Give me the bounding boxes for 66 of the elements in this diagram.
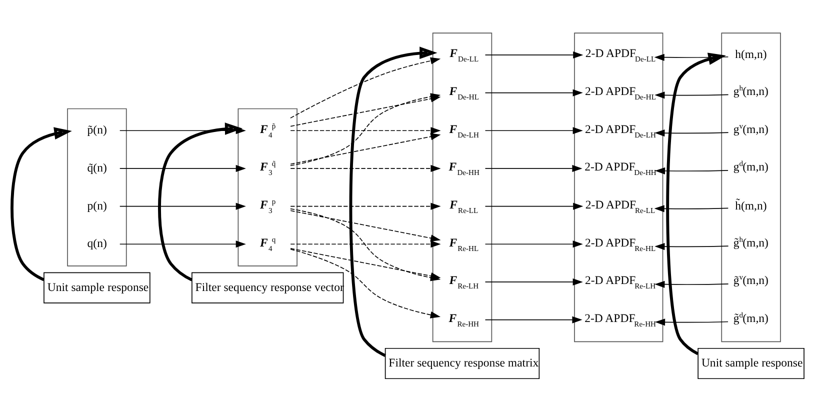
node-text: 2-D APDF$_{De-LH}$ <box>585 122 656 140</box>
arrow <box>119 164 246 172</box>
node-text: 2-D APDF$_{Re-HL}$ <box>585 236 656 253</box>
node-text: 2-D APDF$_{Re-LH}$ <box>585 274 656 291</box>
node-text: g$^{d}$(m,n) <box>733 159 768 174</box>
arrow <box>654 243 729 250</box>
arrow <box>10 127 72 282</box>
node-text: q̃(n) <box>87 162 107 175</box>
arrow <box>654 318 728 326</box>
node-text: 2-D APDF$_{De-HL}$ <box>585 85 656 102</box>
arrow <box>654 167 728 174</box>
node-text: h(m,n) <box>735 48 767 62</box>
arrow <box>290 210 441 242</box>
arrow <box>349 46 438 357</box>
node-text: g$^{v}$(m,n) <box>733 121 768 136</box>
arrow <box>654 92 729 99</box>
arrow <box>290 248 441 280</box>
node-box: Unit sample response <box>698 348 804 380</box>
arrow <box>654 130 729 137</box>
node-text: F$_{De-HH}$ <box>448 160 480 178</box>
node-text: F$_{Re-LH}$ <box>449 274 479 291</box>
node-text: F$_{Re-HL}$ <box>449 236 479 253</box>
arrow <box>290 164 441 172</box>
arrow <box>290 202 441 210</box>
arrow <box>119 202 246 210</box>
arrow <box>666 52 726 356</box>
node-text: h̃(m,n) <box>735 199 767 212</box>
arrow <box>484 316 582 324</box>
node-text: g̃$^{v}$(m,n) <box>733 272 768 288</box>
cluster <box>238 108 298 266</box>
arrow <box>158 122 243 282</box>
node-text: p(n) <box>87 199 107 212</box>
cluster <box>67 108 127 266</box>
node-text: 2-D APDF$_{De-HH}$ <box>584 160 656 178</box>
arrow <box>484 240 583 248</box>
node-text: g̃$^{h}$(m,n) <box>733 234 768 250</box>
node-text: F$_{De-LH}$ <box>449 122 479 140</box>
node-text: 2-D APDF$_{Re-HH}$ <box>584 312 656 329</box>
arrow <box>484 278 583 286</box>
arrow <box>290 133 441 165</box>
node-text: 2-D APDF$_{Re-LL}$ <box>585 198 656 216</box>
arrow <box>290 127 441 134</box>
cluster <box>432 32 492 342</box>
cluster <box>721 32 781 342</box>
node-text: F$_{Re-LL}$ <box>450 198 478 216</box>
arrow <box>290 240 441 248</box>
arrow <box>119 240 246 248</box>
arrow <box>484 127 583 134</box>
arrow <box>484 164 582 172</box>
node-text: F$_{De-HL}$ <box>449 85 479 102</box>
arrow <box>654 54 729 61</box>
node-box: Filter sequency response matrix <box>384 348 540 380</box>
arrow <box>484 89 583 96</box>
arrow <box>119 127 246 134</box>
node-text: q(n) <box>87 237 107 250</box>
node-text: g̃$^{d}$(m,n) <box>733 310 768 326</box>
node-text: F$_{Re-HH}$ <box>448 312 479 329</box>
node-text: 2-D APDF$_{De-LL}$ <box>585 47 656 64</box>
arrow <box>484 51 584 58</box>
arrow <box>484 202 584 210</box>
arrow <box>654 280 729 288</box>
node-text: g$^{h}$(m,n) <box>733 84 768 98</box>
node-box: Unit sample response <box>44 272 150 304</box>
node-text: p̃(n) <box>87 124 107 137</box>
node-text: F$_{De-LL}$ <box>450 47 479 64</box>
arrow <box>654 205 729 212</box>
